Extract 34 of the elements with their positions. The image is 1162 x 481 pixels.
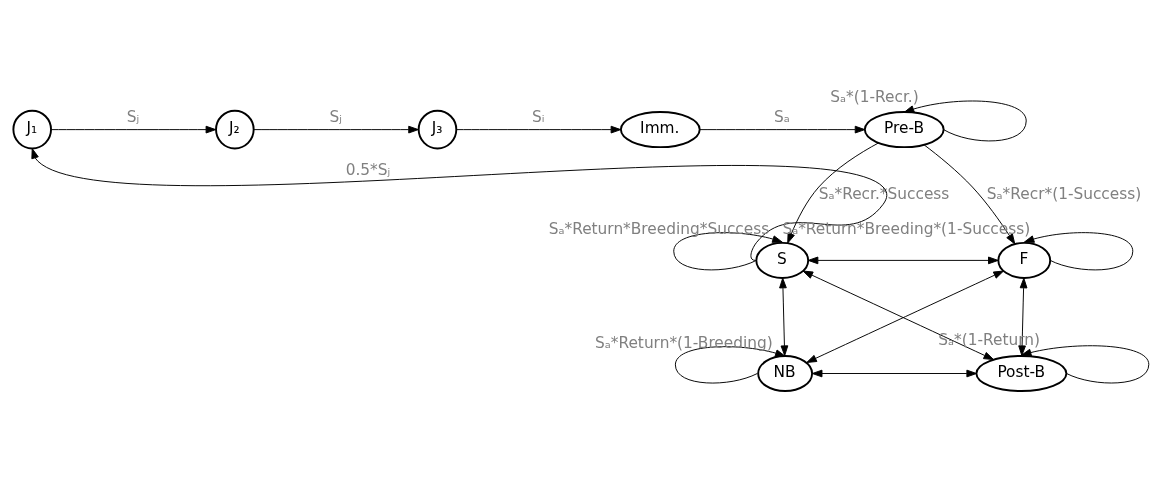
arrow [1020, 345, 1150, 384]
arrow [456, 125, 622, 134]
arrow [253, 125, 419, 134]
node-ellipse: Pre-B [863, 111, 945, 149]
edge-label: Sᵢ [531, 107, 545, 126]
arrow [1018, 277, 1028, 356]
edge-label: Sₐ*(1-Recr.) [830, 88, 919, 107]
node-circle: J₃ [417, 109, 458, 150]
node-ellipse: F [997, 241, 1052, 279]
edge-label: Sⱼ [126, 107, 140, 126]
node-ellipse: NB [757, 355, 814, 392]
arrow [674, 346, 786, 384]
arrow [1023, 232, 1134, 271]
arrow [50, 125, 217, 134]
node-ellipse: S [755, 241, 810, 279]
edge-label: 0.5*Sⱼ [345, 160, 391, 179]
edge-label: Sₐ*Return*Breeding*Success [548, 219, 770, 238]
edge-label: Sⱼ [329, 107, 342, 126]
arrow [811, 369, 977, 378]
arrow [923, 144, 1016, 245]
arrow [673, 232, 783, 271]
edge-label: Sₐ [774, 107, 790, 126]
edge-label: Sₐ*Return*(1-Breeding) [595, 333, 773, 352]
node-circle: J₁ [12, 109, 52, 150]
arrow [779, 277, 789, 356]
arrow [807, 256, 999, 265]
node-ellipse: Imm. [619, 111, 701, 149]
node-circle: J₂ [215, 109, 255, 150]
arrow [31, 148, 888, 261]
arrow [787, 142, 879, 244]
node-ellipse: Post-B [975, 355, 1068, 392]
arrow [903, 100, 1027, 142]
edge-label: Sₐ*Recr*(1-Success) [986, 185, 1142, 204]
arrow [699, 125, 866, 134]
